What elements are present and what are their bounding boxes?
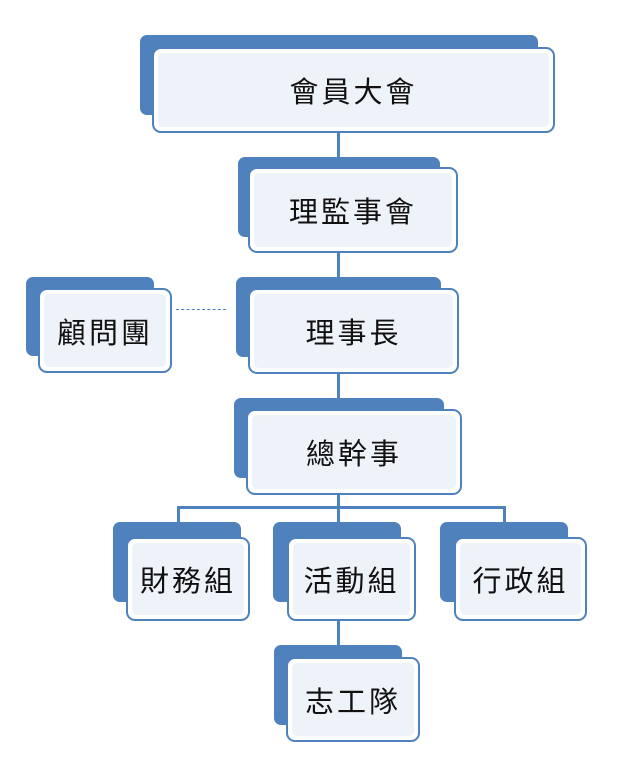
node-activities: 活動組: [273, 522, 416, 621]
node-secretary-box: 總幹事: [246, 409, 462, 495]
node-assembly-face: [158, 53, 549, 127]
node-board-box: 理監事會: [248, 167, 458, 253]
node-finance-face: [132, 543, 244, 615]
node-board-face: [254, 173, 452, 247]
node-finance: 財務組: [113, 522, 250, 621]
node-admin-label: 行政組: [472, 564, 569, 598]
node-finance-label: 財務組: [139, 564, 236, 598]
node-chair-box: 理事長: [248, 288, 459, 374]
node-chair-face: [254, 294, 453, 368]
node-secretary: 總幹事: [234, 398, 462, 495]
node-volunteers: 志工隊: [274, 645, 420, 742]
node-advisors: 顧問團: [26, 277, 172, 373]
connector-secretary-groups: [337, 492, 340, 508]
node-activities-face: [293, 543, 410, 615]
node-advisors-face: [44, 294, 166, 367]
node-activities-box: 活動組: [287, 537, 416, 621]
node-admin: 行政組: [440, 522, 587, 621]
node-secretary-face: [252, 415, 456, 489]
connector-bus-admin: [503, 506, 506, 522]
node-assembly-label: 會員大會: [289, 75, 418, 109]
node-activities-label: 活動組: [303, 564, 400, 598]
node-admin-box: 行政組: [454, 537, 587, 621]
node-finance-box: 財務組: [126, 537, 250, 621]
connector-chair-secretary: [337, 370, 340, 414]
node-volunteers-box: 志工隊: [286, 657, 420, 742]
connector-board-chair: [337, 250, 340, 294]
node-assembly-box: 會員大會: [152, 47, 555, 133]
node-chair-label: 理事長: [305, 316, 402, 350]
node-volunteers-label: 志工隊: [304, 684, 401, 719]
connector-advisors-chair: [176, 309, 226, 310]
node-chair: 理事長: [236, 277, 459, 374]
node-board: 理監事會: [238, 157, 458, 253]
node-advisors-label: 顧問團: [56, 315, 153, 350]
connector-activities-volunteers: [337, 616, 340, 660]
node-advisors-box: 顧問團: [38, 288, 172, 373]
connector-bus-finance: [177, 506, 180, 522]
connector-assembly-board: [337, 130, 340, 174]
node-assembly: 會員大會: [140, 35, 555, 133]
node-secretary-label: 總幹事: [305, 437, 402, 471]
node-admin-face: [460, 543, 581, 615]
connector-groups-bus: [177, 506, 506, 509]
node-board-label: 理監事會: [288, 195, 417, 229]
node-volunteers-face: [292, 663, 414, 736]
connector-bus-activities: [337, 506, 340, 522]
